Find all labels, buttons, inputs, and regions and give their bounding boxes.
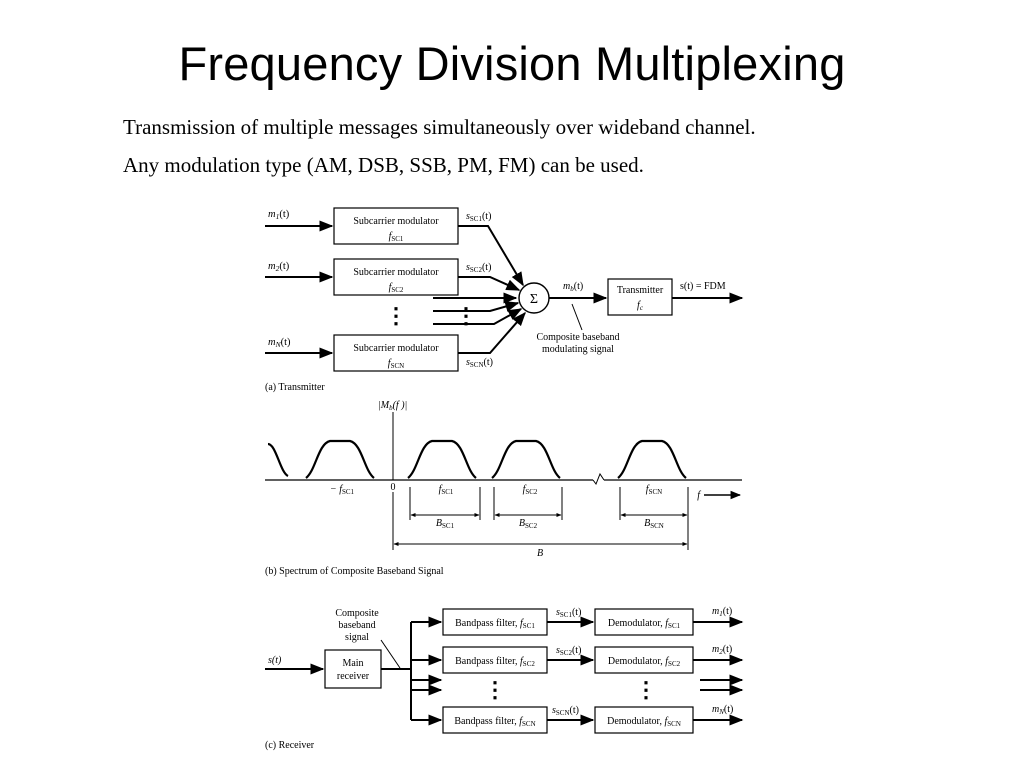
rx-sc-label-2: sSC2(t) [556, 645, 581, 657]
bw-label-sc2: BSC2 [519, 518, 538, 530]
spectrum-labels: |Mb(f )| − fSC1 0 fSC1 fSC2 fSCN f BSC1 … [265, 400, 701, 577]
fdm-output-label: s(t) = FDM [680, 281, 726, 292]
sc2-to-sum-arrow [458, 276, 521, 291]
receiver-labels: s(t) Main receiver Composite baseband si… [265, 606, 733, 751]
bw-label-scn: BSCN [644, 518, 664, 530]
sc-signal-label-2: sSC2(t) [466, 262, 491, 274]
rx-composite-note-leader [380, 639, 401, 669]
tick-label-zero: 0 [391, 482, 396, 493]
axis-break-symbol [592, 472, 605, 486]
rx-composite-note-1: Composite [335, 608, 379, 619]
tick-label-sc2: fSC2 [523, 484, 538, 496]
demod-label-2: Demodulator, fSC2 [608, 656, 681, 668]
transmitter-labels: m1(t) m2(t) mN(t) Subcarrier modulator f… [265, 209, 726, 393]
modulator-freq-2: fSC2 [389, 282, 404, 294]
spectrum-lobe-scn [617, 439, 687, 479]
main-receiver-line-1: Main [342, 658, 363, 669]
receiver-section [265, 608, 744, 734]
spectrum-caption: (b) Spectrum of Composite Baseband Signa… [265, 566, 444, 577]
bpf-label-2: Bandpass filter, fSC2 [455, 656, 535, 668]
composite-note-line-1: Composite baseband [536, 332, 619, 343]
spectrum-y-label: |Mb(f )| [378, 400, 407, 412]
vertical-ellipsis-inputs: ⋮ [455, 303, 477, 328]
main-receiver-line-2: receiver [337, 671, 370, 682]
page-title: Frequency Division Multiplexing [178, 37, 846, 90]
rx-output-label-2: m2(t) [712, 644, 732, 656]
sc-signal-label-1: sSC1(t) [466, 211, 491, 223]
total-bw-label: B [537, 548, 543, 559]
modulator-label-1: Subcarrier modulator [353, 216, 439, 227]
extra-input-arrow-2 [433, 301, 520, 312]
rx-sc-label-n: sSCN(t) [552, 705, 579, 717]
tick-label-sc1: fSC1 [439, 484, 454, 496]
spectrum-lobe-left-partial [267, 442, 289, 477]
description-line-1: Transmission of multiple messages simult… [123, 115, 756, 139]
rx-sc-label-1: sSC1(t) [556, 607, 581, 619]
bpf-label-1: Bandpass filter, fSC1 [455, 618, 535, 630]
sum-symbol: Σ [530, 292, 538, 307]
rx-vertical-ellipsis-demod: ⋮ [635, 677, 657, 702]
transmitter-freq: fc [637, 300, 644, 312]
spectrum-lobe-neg-sc1 [305, 439, 375, 479]
tick-label-neg-sc1: − fSC1 [330, 484, 355, 496]
transmitter-label: Transmitter [617, 285, 664, 296]
vertical-ellipsis-modulators: ⋮ [385, 303, 407, 328]
transmitter-section [265, 207, 744, 372]
modulator-freq-1: fSC1 [389, 231, 404, 243]
rx-composite-note-2: baseband [338, 620, 375, 631]
rx-composite-note-3: signal [345, 632, 369, 643]
demod-label-1: Demodulator, fSC1 [608, 618, 681, 630]
input-label-1: m1(t) [268, 209, 290, 221]
bpf-label-n: Bandpass filter, fSCN [454, 716, 535, 728]
rx-input-label: s(t) [268, 655, 282, 666]
composite-note-line-2: modulating signal [542, 344, 614, 355]
transmitter-caption: (a) Transmitter [265, 382, 325, 393]
modulator-freq-n: fSCN [388, 358, 404, 370]
demod-label-n: Demodulator, fSCN [607, 716, 681, 728]
rx-vertical-ellipsis-bpf: ⋮ [484, 677, 506, 702]
mb-label: mb(t) [563, 281, 583, 293]
spectrum-lobe-sc1 [407, 439, 477, 479]
input-label-2: m2(t) [268, 261, 290, 273]
receiver-caption: (c) Receiver [265, 740, 315, 751]
spectrum-section [265, 412, 742, 550]
description-line-2: Any modulation type (AM, DSB, SSB, PM, F… [123, 153, 644, 177]
f-axis-label: f [697, 490, 701, 501]
modulator-label-2: Subcarrier modulator [353, 267, 439, 278]
sc-signal-label-n: sSCN(t) [466, 357, 493, 369]
sc1-to-sum-arrow [458, 225, 524, 287]
rx-output-label-1: m1(t) [712, 606, 732, 618]
extra-input-arrow-3 [433, 308, 523, 325]
composite-note-leader [571, 303, 583, 331]
main-receiver-box [324, 649, 382, 689]
scn-to-sum-arrow [458, 311, 526, 354]
modulator-label-n: Subcarrier modulator [353, 343, 439, 354]
spectrum-lobe-sc2 [491, 439, 561, 479]
input-label-n: mN(t) [268, 337, 291, 349]
tick-label-scn: fSCN [646, 484, 662, 496]
bw-label-sc1: BSC1 [436, 518, 455, 530]
rx-output-label-n: mN(t) [712, 704, 733, 716]
